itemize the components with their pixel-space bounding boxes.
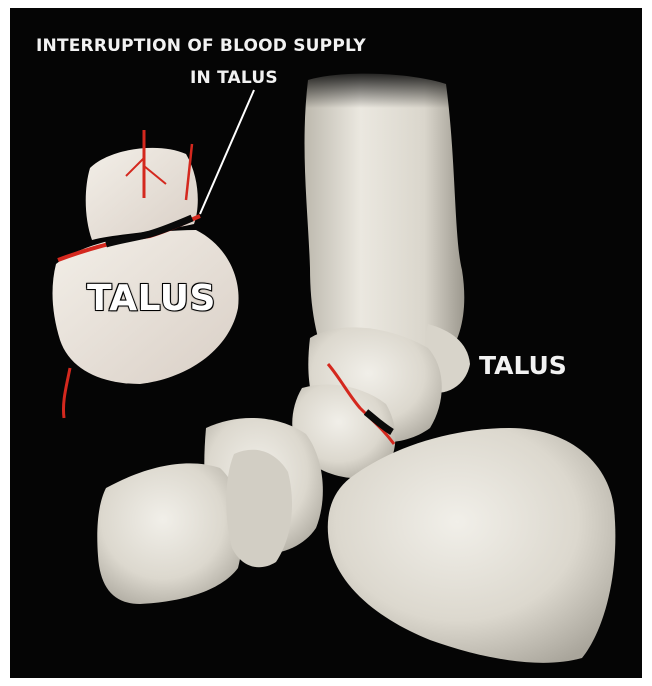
callout-label-line1: INTERRUPTION OF BLOOD SUPPLY [36, 36, 366, 56]
forefoot-bone [97, 463, 242, 604]
ankle-illustration [10, 8, 642, 678]
cuneiform-bone [226, 450, 292, 568]
illustration-frame: INTERRUPTION OF BLOOD SUPPLY IN TALUS TA… [10, 8, 642, 678]
talus-inset-label: TALUS [87, 278, 216, 319]
callout-label-line2: IN TALUS [190, 68, 278, 88]
talus-inset-bone [53, 130, 239, 418]
tibia-bone [300, 68, 470, 368]
callout-pointer [200, 90, 254, 214]
talus-label: TALUS [479, 351, 567, 380]
